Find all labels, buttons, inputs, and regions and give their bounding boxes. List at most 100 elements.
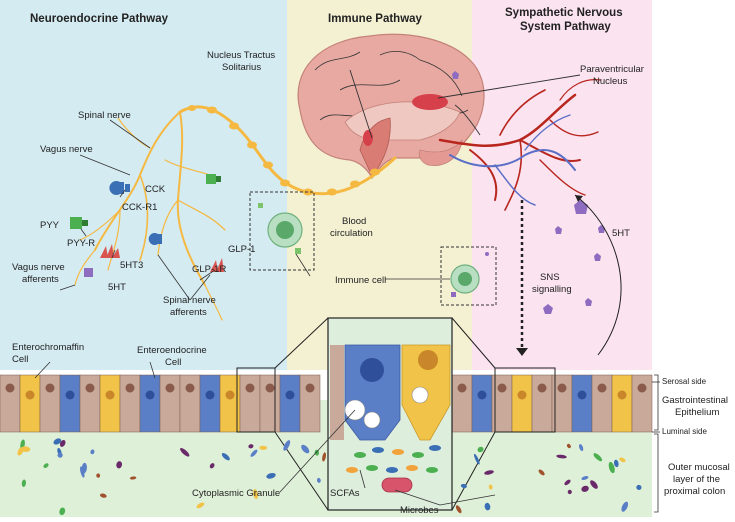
epithelial-cell xyxy=(279,374,301,433)
label-5ht-left: 5HT xyxy=(108,282,126,293)
lumen-microbe xyxy=(316,477,321,483)
label-enterochromaffin-1: Enterochromaffin xyxy=(12,342,84,353)
header-neuroendocrine: Neuroendocrine Pathway xyxy=(30,13,169,25)
5ht-return-arrowhead xyxy=(575,195,583,202)
cell-nucleus xyxy=(477,390,487,400)
label-sns-2: signalling xyxy=(532,284,572,295)
lumen-microbe xyxy=(209,463,215,469)
epithelial-cell xyxy=(299,374,321,433)
label-outer-mucosal-3: proximal colon xyxy=(664,486,725,497)
lumen-microbe xyxy=(322,452,326,462)
5ht-return-arrow xyxy=(574,194,622,356)
lumen-microbe xyxy=(593,453,603,462)
lumen-microbes xyxy=(17,438,642,516)
lumen-microbe xyxy=(619,457,626,463)
lumen-microbe xyxy=(556,454,567,459)
lumen-microbe xyxy=(567,489,572,495)
lumen-microbe xyxy=(253,488,258,500)
inset-connector-left-bottom xyxy=(274,431,329,511)
label-outer-mucosal-2: layer of the xyxy=(673,474,720,485)
label-luminal-side: Luminal side xyxy=(662,427,707,436)
lumen-microbe xyxy=(608,461,615,474)
zoom-source-left xyxy=(236,367,276,433)
pyy-r-receptor xyxy=(70,217,88,229)
lumen-microbe xyxy=(248,444,254,449)
cell-nucleus xyxy=(65,390,75,400)
lumen-microbe xyxy=(196,502,205,509)
epithelial-cell xyxy=(99,374,121,433)
cell-nucleus xyxy=(557,383,567,393)
epithelial-cell xyxy=(631,374,653,433)
epithelial-cell xyxy=(471,374,493,433)
cell-nucleus xyxy=(597,383,607,393)
label-paraventricular-2: Nucleus xyxy=(593,76,628,87)
cell-nucleus xyxy=(517,390,527,400)
green-receptor-spinal xyxy=(206,174,221,184)
inset-connector-left xyxy=(274,317,329,369)
lumen-microbe xyxy=(460,483,467,489)
lumen-microbe xyxy=(96,473,101,478)
cell-nucleus xyxy=(225,390,235,400)
cell-nucleus xyxy=(537,383,547,393)
label-gi-epithelium-2: Epithelium xyxy=(675,407,719,418)
lumen-microbe xyxy=(621,501,629,512)
label-sns-1: SNS xyxy=(540,272,560,283)
label-blood-circulation-2: circulation xyxy=(330,228,373,239)
inset-connector-right xyxy=(451,317,496,369)
cell-nucleus xyxy=(245,383,255,393)
cell-nucleus xyxy=(617,390,627,400)
cell-nucleus xyxy=(145,390,155,400)
lumen-microbe xyxy=(484,502,491,511)
lumen-microbe xyxy=(564,479,571,486)
label-5ht3: 5HT3 xyxy=(120,260,143,271)
cell-nucleus xyxy=(637,383,647,393)
immune-cell-right xyxy=(450,252,489,297)
lumen-microbe xyxy=(314,449,320,456)
header-sympathetic-2: System Pathway xyxy=(520,21,611,33)
lumen-microbe xyxy=(301,444,310,454)
label-nucleus-tractus-1: Nucleus Tractus xyxy=(207,50,275,61)
epithelium-layer xyxy=(0,374,653,433)
label-paraventricular-1: Paraventricular xyxy=(580,64,644,75)
cell-nucleus xyxy=(165,383,175,393)
zoom-source-right xyxy=(494,367,556,433)
label-enterochromaffin-2: Cell xyxy=(12,354,28,365)
label-outer-mucosal-1: Outer mucosal xyxy=(668,462,730,473)
lumen-microbe xyxy=(488,484,493,490)
lumen-microbe xyxy=(581,476,589,480)
cell-nucleus xyxy=(205,390,215,400)
epithelial-cell xyxy=(19,374,41,433)
lumen-microbe xyxy=(20,446,31,452)
lumen-microbe xyxy=(473,453,480,465)
arrow-to-paraventricular xyxy=(437,74,581,99)
cell-nucleus xyxy=(105,390,115,400)
epithelial-cell xyxy=(59,374,81,433)
label-vagus-nerve: Vagus nerve xyxy=(40,144,93,155)
label-immune-cell: Immune cell xyxy=(335,275,386,286)
glp1r-receptor xyxy=(210,258,224,272)
lumen-microbe xyxy=(590,480,598,489)
label-serosal-side: Serosal side xyxy=(662,377,707,386)
leader-lines xyxy=(34,119,660,506)
5ht3-receptor xyxy=(100,244,120,258)
label-spinal-nerve: Spinal nerve xyxy=(78,110,131,121)
label-nucleus-tractus-2: Solitarius xyxy=(222,62,261,73)
epithelial-cell xyxy=(571,374,593,433)
cell-nucleus xyxy=(265,383,275,393)
lumen-microbe xyxy=(636,484,642,490)
cell-nucleus xyxy=(85,383,95,393)
cell-nucleus xyxy=(497,383,507,393)
lumen-microbe xyxy=(43,463,49,468)
curve-to-brain xyxy=(454,104,481,136)
label-cck: CCK xyxy=(145,184,166,195)
lumen-microbe xyxy=(613,459,619,468)
lumen-microbe xyxy=(180,447,190,457)
label-enteroendocrine-2: Cell xyxy=(165,357,181,368)
lumen-microbe xyxy=(581,485,589,492)
header-immune: Immune Pathway xyxy=(328,13,423,25)
sns-panel xyxy=(472,0,652,370)
epithelial-cell xyxy=(611,374,633,433)
label-pyy-r: PYY-R xyxy=(67,238,95,249)
cell-nucleus xyxy=(25,390,35,400)
